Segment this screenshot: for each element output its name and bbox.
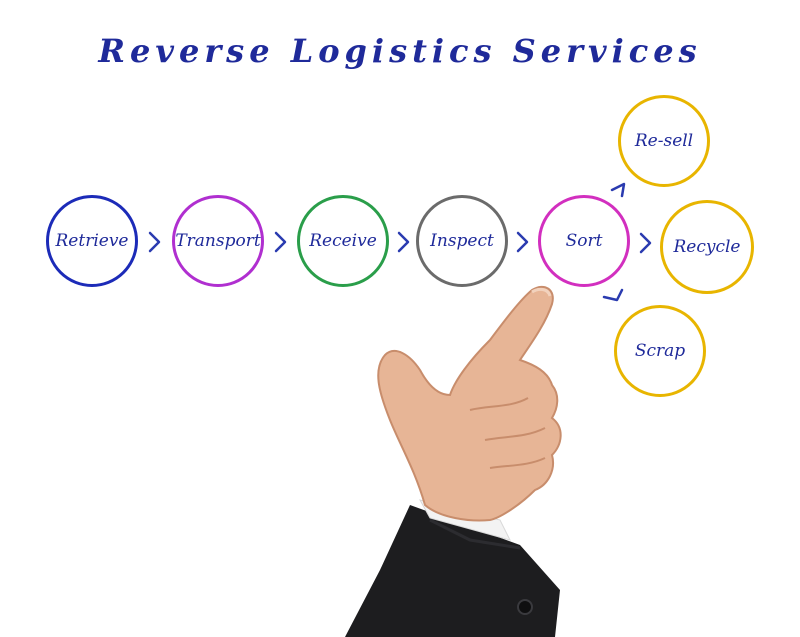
step-receive-label: Receive [309,231,377,251]
chevron-right-icon [274,231,287,253]
step-receive: Receive [297,195,389,287]
step-transport: Transport [172,195,264,287]
outcome-scrap: Scrap [614,305,706,397]
suit-sleeve [345,505,560,637]
outcome-recycle-label: Recycle [673,237,741,257]
chevron-down-right-icon [602,288,624,302]
step-inspect-label: Inspect [430,231,494,251]
chevron-right-icon [148,231,161,253]
step-sort-label: Sort [565,231,603,251]
chevron-up-right-icon [610,182,626,198]
step-sort: Sort [538,195,630,287]
chevron-right-icon [397,231,410,253]
outcome-resell: Re-sell [618,95,710,187]
outcome-scrap-label: Scrap [634,341,686,361]
outcome-recycle: Recycle [660,200,754,294]
step-inspect: Inspect [416,195,508,287]
outcome-resell-label: Re-sell [634,131,694,151]
chevron-right-icon [516,231,529,253]
step-transport-label: Transport [175,231,261,251]
hand [377,285,562,522]
step-retrieve: Retrieve [46,195,138,287]
chevron-right-icon [639,232,652,254]
step-retrieve-label: Retrieve [55,231,129,251]
sleeve-button [517,599,533,615]
page-title: Reverse Logistics Services [98,32,702,70]
